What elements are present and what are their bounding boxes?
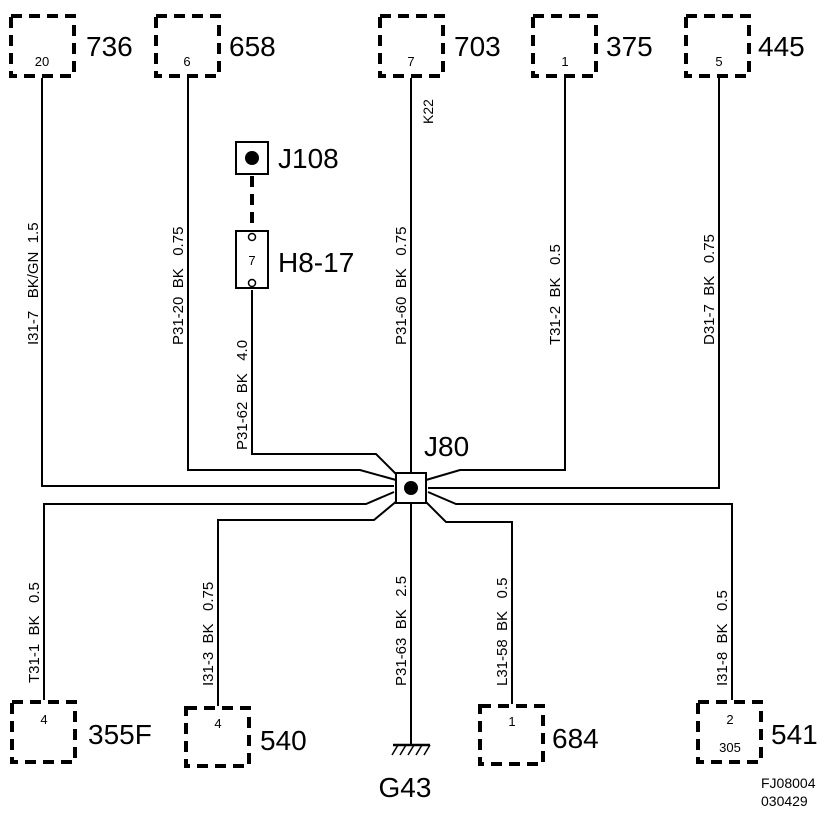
- wire-label-355f: T31-1 BK 0.5: [26, 582, 43, 683]
- connector-375-label: 375: [606, 31, 653, 62]
- connector-j108: J108: [235, 141, 339, 175]
- connector-703-pin: 7: [407, 54, 414, 69]
- connector-540-pin: 4: [214, 716, 221, 731]
- connector-541-label: 541: [771, 719, 818, 750]
- connector-541: 2 305 541: [696, 700, 818, 764]
- wire-label-703: P31-60 BK 0.75: [393, 227, 410, 345]
- ground-g43: G43: [379, 743, 432, 803]
- wire-label-540: I31-3 BK 0.75: [200, 582, 217, 686]
- wire-445: [428, 78, 720, 489]
- wire-540: [217, 499, 399, 706]
- figure-code: FJ08004: [761, 775, 816, 791]
- wire-label-541: I31-8 BK 0.5: [714, 590, 731, 686]
- connector-h8-17: 7 H8-17: [235, 230, 354, 289]
- figure-date: 030429: [761, 793, 808, 809]
- connector-736-label: 736: [86, 31, 133, 62]
- wire-736: [41, 78, 394, 487]
- wire-label-g43: P31-63 BK 2.5: [393, 576, 410, 686]
- j108-label: J108: [278, 143, 339, 174]
- wire-658: [187, 78, 397, 481]
- wire-label-k22: K22: [420, 99, 436, 124]
- connector-703: 7 703: [378, 14, 501, 78]
- splice-j80: J80: [395, 431, 469, 504]
- wire-label-684: L31-58 BK 0.5: [494, 578, 511, 686]
- connector-658: 6 658: [154, 14, 276, 78]
- connector-541-pin2: 305: [719, 740, 741, 755]
- splice-label: J80: [424, 431, 469, 462]
- ground-label: G43: [379, 772, 432, 803]
- wire-541: [427, 491, 733, 700]
- wire-label-445: D31-7 BK 0.75: [701, 234, 718, 345]
- connector-375-pin: 1: [561, 54, 568, 69]
- connector-684-label: 684: [552, 723, 599, 754]
- connector-736-pin: 20: [35, 54, 49, 69]
- splice-dot-icon: [404, 481, 418, 495]
- connector-684-pin: 1: [508, 714, 515, 729]
- connector-540: 4 540: [184, 706, 307, 768]
- wire-h8: [251, 290, 399, 477]
- wire-375: [425, 78, 566, 481]
- wire-label-658: P31-20 BK 0.75: [170, 227, 187, 345]
- connector-445-label: 445: [758, 31, 805, 62]
- wire-label-736: I31-7 BK/GN 1.5: [25, 222, 42, 345]
- connector-355f: 4 355F: [10, 700, 152, 764]
- wire-684: [423, 499, 513, 704]
- h8-17-pin: 7: [248, 253, 255, 268]
- h8-17-label: H8-17: [278, 247, 354, 278]
- connector-445-pin: 5: [715, 54, 722, 69]
- connector-541-pin: 2: [726, 712, 733, 727]
- connector-540-label: 540: [260, 725, 307, 756]
- connector-355f-label: 355F: [88, 719, 152, 750]
- connector-355f-pin: 4: [40, 712, 47, 727]
- connector-703-label: 703: [454, 31, 501, 62]
- connector-445: 5 445: [684, 14, 805, 78]
- connector-658-pin: 6: [183, 54, 190, 69]
- connector-684: 1 684: [478, 704, 599, 766]
- wire-355f: [43, 491, 395, 700]
- wire-label-h8: P31-62 BK 4.0: [234, 340, 251, 450]
- connector-658-label: 658: [229, 31, 276, 62]
- connector-736: 20 736: [9, 14, 133, 78]
- wire-label-375: T31-2 BK 0.5: [547, 244, 564, 345]
- connector-375: 1 375: [531, 14, 653, 78]
- j108-dot-icon: [245, 151, 259, 165]
